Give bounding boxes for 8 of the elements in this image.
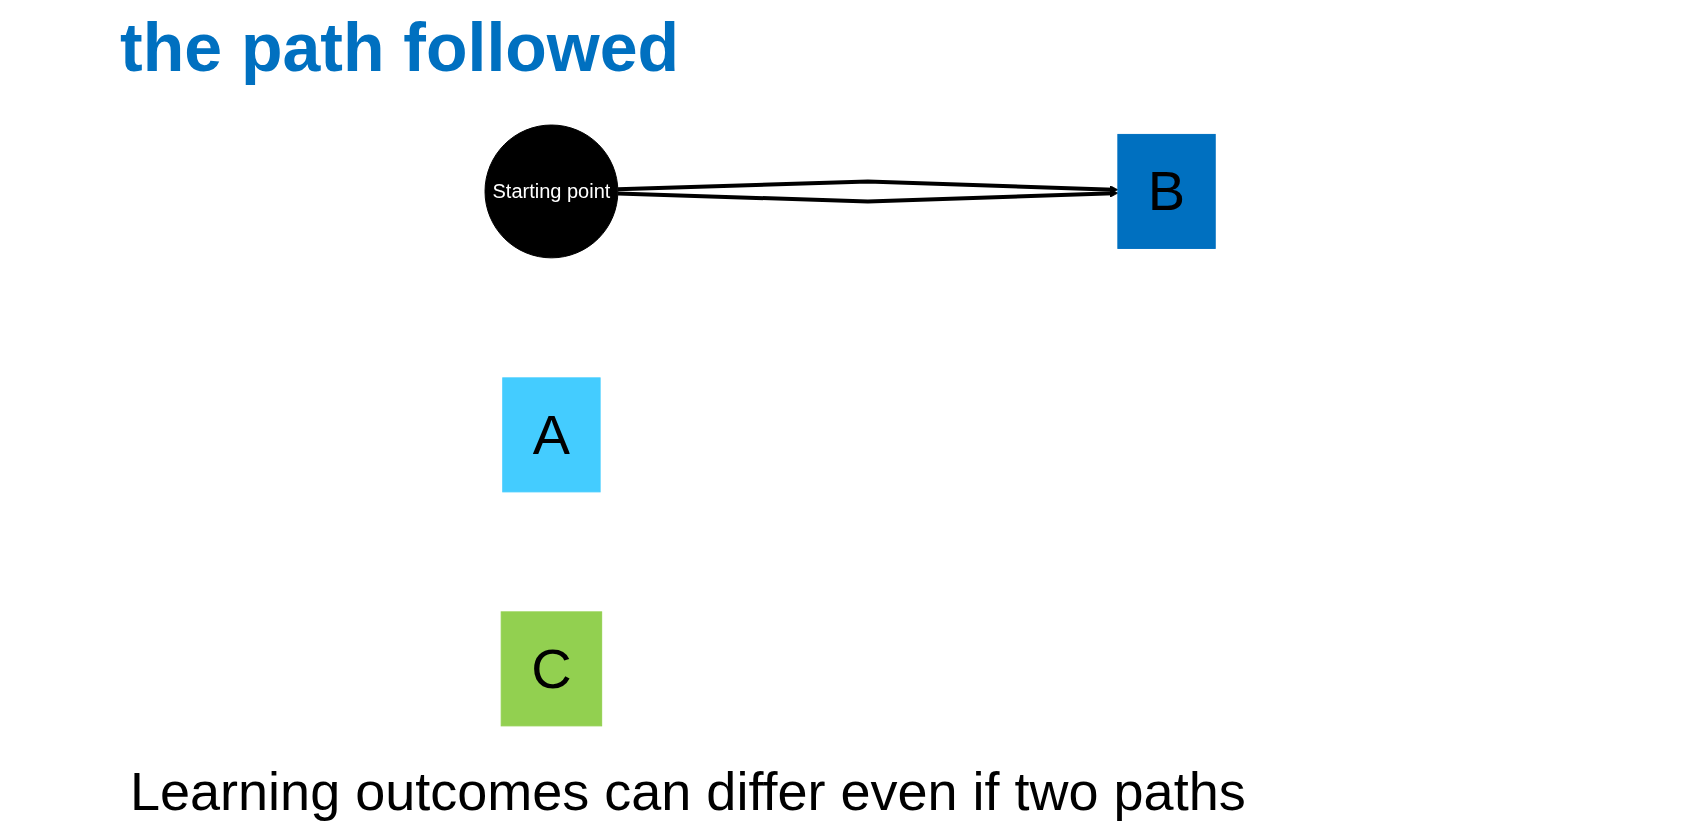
node-box: B [1117, 133, 1216, 249]
diagram-title: the path followed [120, 8, 680, 86]
arrow [617, 188, 1119, 203]
arrow [617, 179, 1119, 194]
node-circle: Starting point [484, 124, 619, 258]
caption: Learning outcomes can differ even if two paths [130, 760, 1246, 822]
node-box: A [502, 376, 601, 492]
node-box: C [500, 610, 603, 726]
